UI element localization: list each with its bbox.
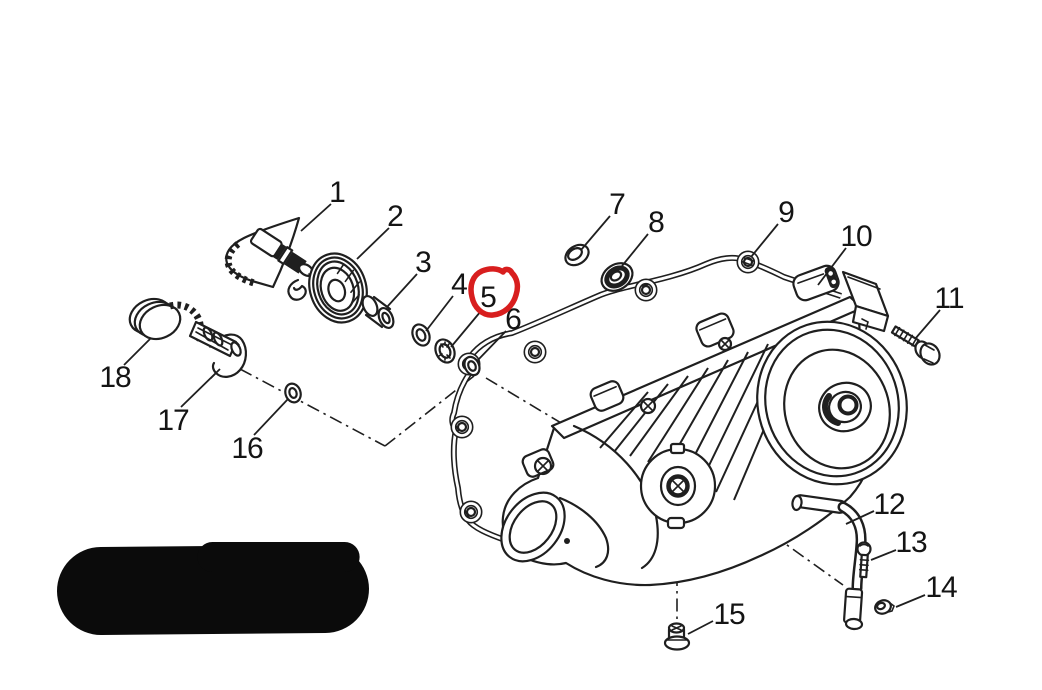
callout-14-leader (895, 594, 926, 608)
part-5-splined-washer (434, 338, 456, 364)
part-14-plug (874, 599, 895, 615)
part-3-bushing (361, 294, 395, 330)
callout-10-label: 10 (840, 220, 872, 253)
callout-16-leader (253, 398, 289, 436)
callout-1-label: 1 (329, 176, 345, 209)
part-6-washer (463, 355, 481, 377)
part-16-washer (284, 382, 302, 404)
callout-18-leader (123, 337, 152, 366)
callout-2-leader (356, 227, 390, 260)
callout-7-label: 7 (609, 188, 625, 221)
callout-1-leader (300, 203, 332, 232)
callout-8-leader (621, 233, 649, 267)
part-2-spiral-spring (308, 252, 368, 324)
callout-17-label: 17 (157, 404, 189, 437)
cover-screw-left (521, 448, 555, 478)
cover-duct-opening (500, 491, 566, 563)
callout-8-label: 8 (648, 206, 664, 239)
cover-intake-box (841, 270, 890, 333)
part-4-washer (411, 323, 431, 347)
crankcase-cover (500, 270, 908, 587)
callout-18-label: 18 (99, 361, 131, 394)
callout-6-label: 6 (505, 303, 521, 336)
part-11-bolt (890, 325, 941, 366)
callout-2-label: 2 (387, 200, 403, 233)
cover-screw-upper (717, 336, 733, 352)
callout-7-leader (580, 215, 611, 251)
cover-bumper-middle (589, 380, 625, 412)
callout-5-leader (450, 310, 482, 348)
cover-strap (558, 496, 610, 569)
part-10-bumper (792, 264, 840, 302)
gasket-bolt-tabs (450, 250, 760, 524)
callout-12-label: 12 (873, 488, 905, 521)
redaction-layer (57, 542, 369, 635)
callout-10-leader (817, 247, 847, 286)
callout-9-label: 9 (778, 196, 794, 229)
callout-15-label: 15 (713, 598, 745, 631)
part-7-seal-ring (564, 243, 590, 267)
callout-4-leader (425, 295, 454, 332)
callout-5-label: 5 (480, 281, 496, 314)
callout-3-label: 3 (415, 246, 431, 279)
callout-13-leader (870, 549, 897, 561)
cover-screw-mid (639, 397, 657, 415)
callout-11-leader (914, 309, 941, 340)
redaction-blob-bump (197, 542, 360, 572)
spring-hook (287, 278, 307, 301)
callout-6-leader (476, 330, 507, 362)
callout-16-label: 16 (231, 432, 263, 465)
callout-17-leader (180, 368, 221, 408)
cover-kick-boss (639, 442, 717, 530)
cover-strap-rivet (564, 538, 570, 544)
callout-11-label: 11 (934, 282, 963, 315)
part-13-bolt (856, 541, 872, 579)
part-1-kickstart-shaft (224, 216, 321, 301)
callout-12-leader (845, 510, 875, 525)
part-8-bearing (600, 262, 634, 292)
callout-4-label: 4 (451, 268, 467, 301)
callout-3-leader (386, 273, 418, 308)
part-15-bolt (663, 622, 691, 651)
callout-9-leader (750, 223, 779, 258)
cover-cvt-circle (756, 320, 908, 486)
callout-14-label: 14 (925, 571, 957, 604)
hand-drawn-circle-annotation (468, 266, 521, 318)
callout-15-leader (687, 620, 714, 635)
callout-13-label: 13 (895, 526, 927, 559)
part-18-idle-gear (128, 297, 242, 358)
annotation-layer (468, 266, 521, 318)
